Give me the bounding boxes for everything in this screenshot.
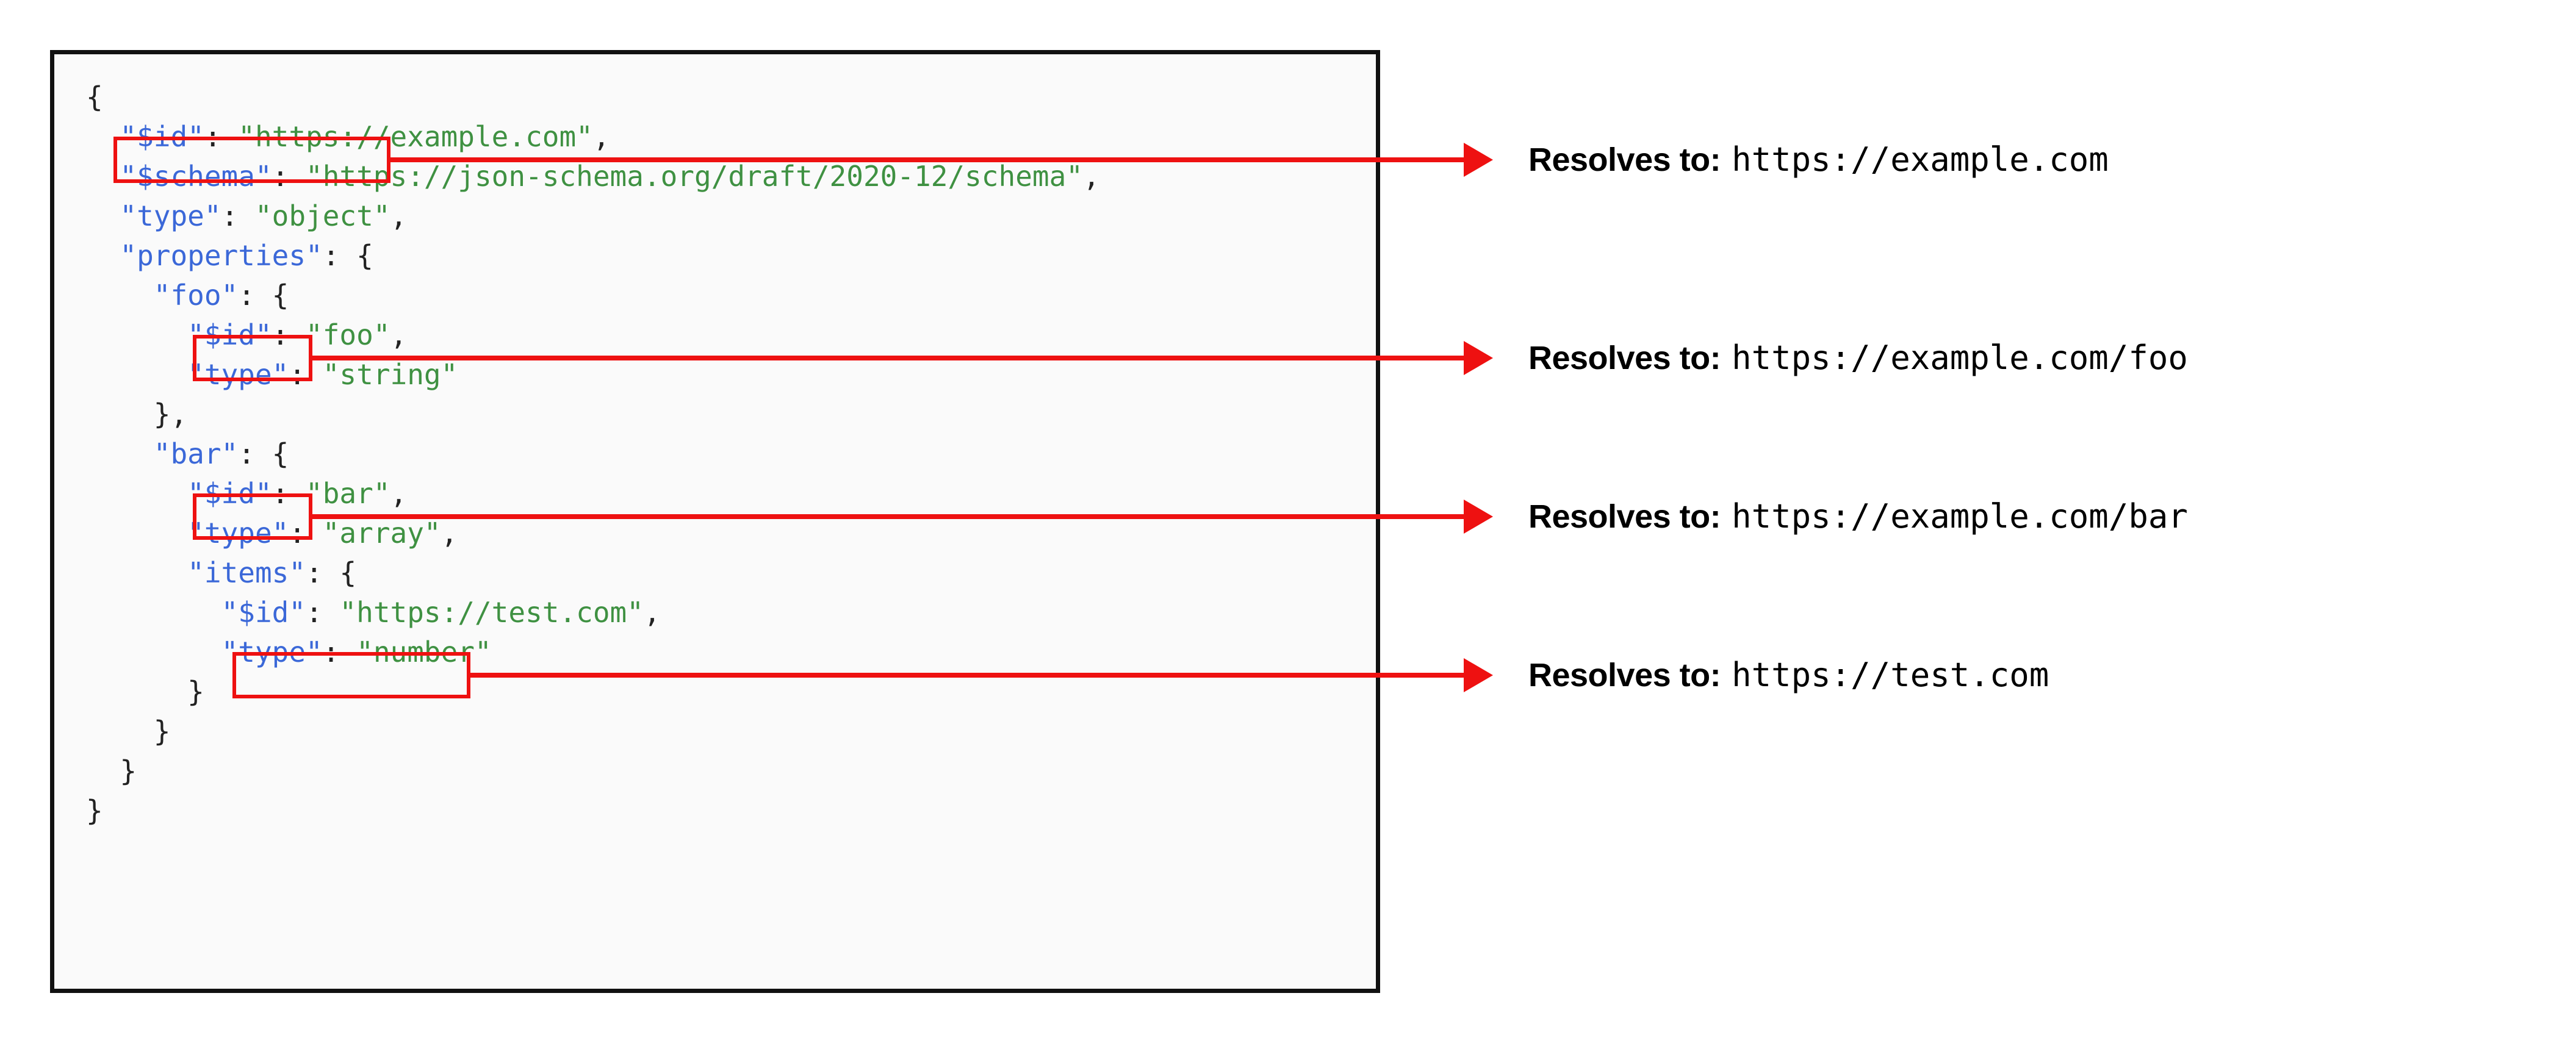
code-line: "$schema": "https://json-schema.org/draf… <box>86 157 1100 196</box>
code-line: } <box>86 672 1100 712</box>
resolution-url: https://example.com <box>1732 140 2109 179</box>
code-token: "type" <box>120 199 221 232</box>
code-token: { <box>339 556 357 589</box>
resolution-url: https://test.com <box>1732 656 2049 694</box>
connector-arrowhead-foo <box>1464 341 1493 375</box>
resolution-label: Resolves to: <box>1528 340 1721 376</box>
code-token: "type" <box>187 358 289 391</box>
code-line: "items": { <box>86 553 1100 593</box>
code-token: { <box>356 239 373 272</box>
code-token: : <box>272 160 306 193</box>
code-token: "properties" <box>120 239 323 272</box>
connector-line-foo <box>312 356 1464 360</box>
code-token: { <box>272 437 289 470</box>
code-token: , <box>390 477 408 510</box>
connector-arrowhead-root <box>1464 143 1493 177</box>
code-token: { <box>272 279 289 312</box>
code-line: } <box>86 751 1100 791</box>
code-token: : <box>289 358 323 391</box>
code-line: "type": "number" <box>86 633 1100 672</box>
code-token: "https://json-schema.org/draft/2020-12/s… <box>306 160 1083 193</box>
code-token: } <box>153 715 171 748</box>
connector-arrowhead-bar <box>1464 500 1493 534</box>
code-token: "bar" <box>153 437 239 470</box>
code-token: "number" <box>356 636 492 668</box>
code-line: "foo": { <box>86 276 1100 315</box>
code-line: "$id": "https://test.com", <box>86 593 1100 633</box>
connector-line-bar <box>312 514 1464 519</box>
code-line: } <box>86 791 1100 831</box>
resolution-label: Resolves to: <box>1528 142 1721 178</box>
code-token: "$id" <box>221 596 306 629</box>
code-token: "items" <box>187 556 306 589</box>
json-code-block: { "$id": "https://example.com", "$schema… <box>86 77 1100 831</box>
code-token: : <box>306 596 340 629</box>
code-token: , <box>1082 160 1100 193</box>
code-token: : <box>238 437 272 470</box>
code-token: "https://test.com" <box>339 596 644 629</box>
code-token: } <box>187 675 204 708</box>
code-line: }, <box>86 395 1100 434</box>
connector-line-items <box>470 673 1464 678</box>
code-line: { <box>86 77 1100 117</box>
code-line: "$id": "foo", <box>86 315 1100 355</box>
code-line: "type": "string" <box>86 355 1100 395</box>
code-line: "type": "array", <box>86 514 1100 553</box>
resolution-row-items: Resolves to: https://test.com <box>1528 656 2049 694</box>
code-token: "string" <box>322 358 458 391</box>
code-token: "array" <box>322 517 441 550</box>
resolution-row-root: Resolves to: https://example.com <box>1528 140 2109 179</box>
resolution-row-bar: Resolves to: https://example.com/bar <box>1528 497 2188 536</box>
json-code-panel: { "$id": "https://example.com", "$schema… <box>50 50 1380 993</box>
code-token: : <box>238 279 272 312</box>
code-token: }, <box>153 398 188 431</box>
resolution-label: Resolves to: <box>1528 498 1721 535</box>
code-token: : <box>306 556 340 589</box>
code-token: , <box>390 199 408 232</box>
code-token: : <box>272 477 306 510</box>
code-token: , <box>441 517 458 550</box>
code-token: "foo" <box>306 318 390 351</box>
code-token: : <box>322 636 357 668</box>
resolution-row-foo: Resolves to: https://example.com/foo <box>1528 339 2188 377</box>
code-token: } <box>86 794 103 827</box>
code-token: "$schema" <box>120 160 272 193</box>
code-token: "bar" <box>306 477 390 510</box>
connector-arrowhead-items <box>1464 658 1493 692</box>
resolution-url: https://example.com/bar <box>1732 497 2188 536</box>
code-token: "foo" <box>153 279 239 312</box>
code-token: "$id" <box>120 120 204 153</box>
code-token: , <box>643 596 661 629</box>
code-line: "bar": { <box>86 434 1100 474</box>
code-token: : <box>221 199 255 232</box>
code-token: , <box>390 318 408 351</box>
code-token: "$id" <box>187 318 272 351</box>
code-token: } <box>120 754 137 787</box>
resolution-label: Resolves to: <box>1528 657 1721 694</box>
connector-line-root <box>390 157 1464 162</box>
code-line: "$id": "bar", <box>86 474 1100 514</box>
code-line: "$id": "https://example.com", <box>86 117 1100 157</box>
code-token: : <box>322 239 357 272</box>
code-token: : <box>289 517 323 550</box>
code-token: { <box>86 81 103 113</box>
resolution-url: https://example.com/foo <box>1732 339 2188 377</box>
code-token: "https://example.com" <box>238 120 593 153</box>
code-token: : <box>204 120 239 153</box>
code-line: "type": "object", <box>86 196 1100 236</box>
code-token: "object" <box>254 199 390 232</box>
code-line: "properties": { <box>86 236 1100 276</box>
code-token: "type" <box>221 636 323 668</box>
code-token: "$id" <box>187 477 272 510</box>
code-token: , <box>592 120 610 153</box>
code-line: } <box>86 712 1100 751</box>
code-token: "type" <box>187 517 289 550</box>
code-token: : <box>272 318 306 351</box>
